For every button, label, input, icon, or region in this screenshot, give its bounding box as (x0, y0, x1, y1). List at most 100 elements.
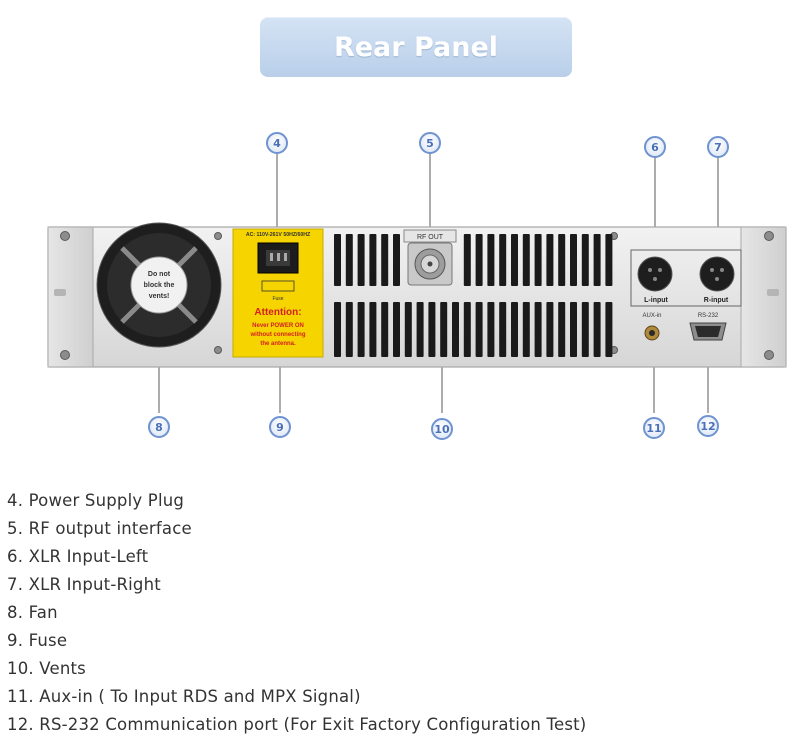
vent-slot (404, 302, 412, 357)
vent-slot (534, 234, 542, 286)
vent-slot (475, 234, 483, 286)
callout-number: 10 (434, 423, 450, 436)
xlr-input-left (637, 256, 673, 292)
vent-slot (487, 234, 495, 286)
rear-panel-diagram: Do not block the vents! AC: 110V-261V 50… (47, 132, 787, 440)
screws (60, 231, 774, 360)
callout-fan: 8 (148, 416, 170, 438)
vent-slot (357, 234, 365, 286)
vent-slot (558, 302, 566, 357)
vent-slot (381, 302, 389, 357)
rack-ear-right (740, 226, 787, 368)
aux-in-label: AUX-in (642, 313, 661, 319)
vent-slot (522, 302, 530, 357)
legend-item-xlr-right: 7. XLR Input-Right (7, 575, 161, 594)
callout-markers: 4 5 6 7 8 9 10 11 12 (148, 132, 729, 440)
vent-slot (463, 302, 471, 357)
title-banner: Rear Panel (260, 17, 572, 77)
legend-item-aux-in: 11. Aux-in ( To Input RDS and MPX Signal… (7, 687, 361, 706)
legend-item-rf-output: 5. RF output interface (7, 519, 192, 538)
page-title: Rear Panel (333, 31, 499, 63)
vent-slot (440, 302, 448, 357)
ac-rating-label: AC: 110V-261V 50HZ/60HZ (246, 232, 311, 238)
vent-slot (369, 234, 377, 286)
vent-slot (546, 302, 554, 357)
legend-item-rs232: 12. RS-232 Communication port (For Exit … (7, 715, 587, 734)
vent-slot (416, 302, 424, 357)
vent-slot (581, 302, 589, 357)
vent-slot (381, 234, 389, 286)
callout-number: 4 (273, 137, 281, 150)
fan-warning-line-2: block the (144, 282, 175, 289)
vent-slot (487, 302, 495, 357)
legend-item-vents: 10. Vents (7, 659, 86, 678)
callout-aux-in: 11 (643, 417, 665, 439)
vent-slot (522, 234, 530, 286)
vent-slot (393, 302, 400, 357)
vent-slot (570, 302, 577, 357)
vent-slot (581, 234, 589, 286)
vent-slot (357, 302, 365, 357)
fan-warning-line-3: vents! (149, 293, 170, 300)
attention-title: Attention: (254, 307, 301, 318)
callout-vents: 10 (431, 418, 453, 440)
vent-slot (393, 234, 400, 286)
rf-out-label: RF OUT (417, 234, 444, 241)
vent-slot (499, 302, 507, 357)
vent-slot (605, 234, 613, 286)
legend-item-fuse: 9. Fuse (7, 631, 68, 650)
vent-slot (334, 302, 341, 357)
vent-slot (605, 302, 613, 357)
vent-slot (593, 302, 601, 357)
vent-slot (428, 302, 436, 357)
callout-number: 9 (276, 421, 284, 434)
legend-item-xlr-left: 6. XLR Input-Left (7, 547, 149, 566)
vent-slot (369, 302, 377, 357)
vent-slot (334, 234, 341, 286)
callout-number: 12 (700, 420, 715, 433)
fan-warning-line-1: Do not (148, 271, 171, 278)
callout-xlr-right: 7 (707, 136, 729, 158)
vent-slot (558, 234, 566, 286)
rack-ear-left (47, 226, 94, 368)
vent-slot (546, 234, 554, 286)
legend-item-power-supply-plug: 4. Power Supply Plug (7, 491, 185, 510)
callout-number: 7 (714, 141, 722, 154)
legend-item-fan: 8. Fan (7, 603, 58, 622)
callout-rf-output: 5 (419, 132, 441, 154)
vent-slot (452, 302, 459, 357)
xlr-input-right (699, 256, 735, 292)
component-legend: 4. Power Supply Plug 5. RF output interf… (7, 487, 586, 739)
callout-number: 11 (646, 422, 661, 435)
callout-power-supply-plug: 4 (266, 132, 288, 154)
attention-line-3: the antenna. (260, 341, 296, 347)
rack-ear-slots (54, 289, 779, 296)
callout-fuse: 9 (269, 416, 291, 438)
vent-slot (499, 234, 507, 286)
vents (334, 234, 613, 357)
callout-rs232: 12 (697, 415, 719, 437)
l-input-label: L-input (644, 297, 668, 304)
cooling-fan: Do not block the vents! (96, 222, 222, 348)
rf-output-interface: RF OUT (403, 229, 457, 286)
vent-slot (570, 234, 577, 286)
vent-slot (463, 234, 471, 286)
r-input-label: R-input (704, 297, 729, 304)
aux-in-connector: AUX-in (642, 313, 662, 341)
vent-slot (475, 302, 483, 357)
callout-number: 6 (651, 141, 659, 154)
power-warning-label: AC: 110V-261V 50HZ/60HZ Fuse Attention: … (232, 228, 324, 358)
fuse-holder (261, 280, 295, 292)
vent-slot (345, 234, 353, 286)
vent-slot (511, 234, 518, 286)
attention-line-1: Never POWER ON (252, 323, 304, 329)
vent-slot (534, 302, 542, 357)
vent-slot (593, 234, 601, 286)
fuse-caption: Fuse (272, 296, 283, 302)
callout-xlr-left: 6 (644, 136, 666, 158)
vent-slot (511, 302, 518, 357)
callout-number: 5 (426, 137, 434, 150)
callout-number: 8 (155, 421, 163, 434)
rs232-label: RS-232 (698, 313, 719, 319)
attention-line-2: without connecting (250, 332, 306, 338)
